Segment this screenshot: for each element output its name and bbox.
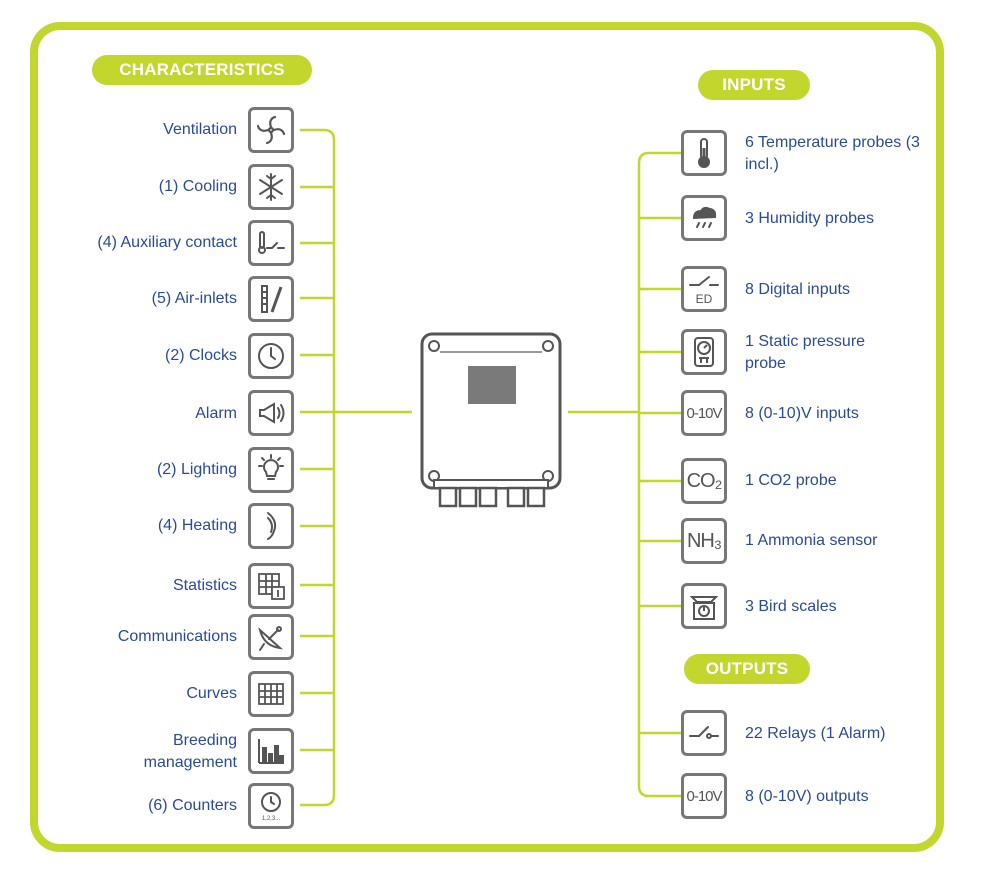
voltage-input-icon: 0-10V <box>681 390 727 436</box>
relay-icon <box>681 710 727 756</box>
label-counters: (6) Counters <box>148 797 237 814</box>
label-auxiliary-contact: (4) Auxiliary contact <box>97 234 237 251</box>
label-curves: Curves <box>186 685 237 702</box>
lightbulb-icon <box>248 447 294 493</box>
label-humidity-probes: 3 Humidity probes <box>745 210 874 227</box>
inputs-header: INPUTS <box>698 70 810 100</box>
label-ammonia-sensor: 1 Ammonia sensor <box>745 532 878 549</box>
clock-icon <box>248 333 294 379</box>
label-voltage-outputs: 8 (0-10V) outputs <box>745 788 869 805</box>
diagram-frame <box>30 22 944 852</box>
thermometer-icon <box>681 130 727 176</box>
label-co2-probe: 1 CO2 probe <box>745 472 837 489</box>
voltage-output-icon: 0-10V <box>681 773 727 819</box>
auxiliary-contact-icon <box>248 220 294 266</box>
scale-icon <box>681 583 727 629</box>
label-lighting: (2) Lighting <box>156 461 237 478</box>
bar-chart-icon <box>248 728 294 774</box>
pressure-gauge-icon <box>681 329 727 375</box>
label-cooling: (1) Cooling <box>158 178 237 195</box>
characteristics-header: CHARACTERISTICS <box>92 55 312 85</box>
label-static-pressure-probe: 1 Static pressure probe <box>745 333 866 372</box>
grid-icon <box>248 671 294 717</box>
satellite-dish-icon <box>248 614 294 660</box>
label-air-inlets: (5) Air-inlets <box>151 290 237 307</box>
fan-icon <box>248 107 294 153</box>
statistics-icon <box>248 563 294 609</box>
svg-text:1,2,3...: 1,2,3... <box>262 816 281 822</box>
label-voltage-inputs: 8 (0-10)V inputs <box>745 405 859 422</box>
snowflake-icon <box>248 164 294 210</box>
label-clocks: (2) Clocks <box>164 347 237 364</box>
digital-input-icon: ED <box>681 266 727 312</box>
megaphone-icon <box>248 390 294 436</box>
label-digital-inputs: 8 Digital inputs <box>745 281 850 298</box>
label-alarm: Alarm <box>195 405 237 422</box>
label-communications: Communications <box>117 628 237 645</box>
co2-icon: CO₂ <box>681 458 727 504</box>
label-heating: (4) Heating <box>157 517 237 534</box>
controller-device-image <box>420 332 562 508</box>
label-ventilation: Ventilation <box>163 121 237 138</box>
humidity-icon <box>681 195 727 241</box>
label-bird-scales: 3 Bird scales <box>745 598 837 615</box>
counter-icon: 1,2,3... <box>248 783 294 829</box>
label-statistics: Statistics <box>172 577 237 594</box>
nh3-icon: NH₃ <box>681 518 727 564</box>
svg-text:ED: ED <box>696 292 713 306</box>
label-relays: 22 Relays (1 Alarm) <box>745 725 886 742</box>
flame-icon <box>248 503 294 549</box>
label-temperature-probes: 6 Temperature probes (3 incl.) <box>745 134 920 173</box>
label-breeding-management: Breeding management <box>143 732 237 771</box>
air-inlet-icon <box>248 276 294 322</box>
outputs-header: OUTPUTS <box>684 654 810 684</box>
